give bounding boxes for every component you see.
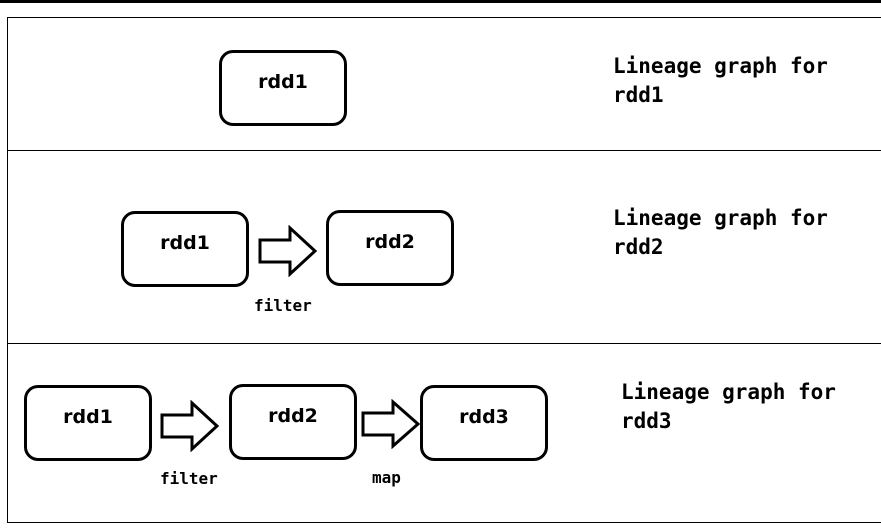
- rdd-node-label: rdd2: [365, 231, 415, 253]
- rdd-node: rdd2: [326, 210, 454, 286]
- transform-arrow-icon: [361, 399, 421, 449]
- lineage-caption: Lineage graph for rdd3: [621, 378, 836, 436]
- operation-label: filter: [160, 469, 218, 488]
- transform-arrow-icon: [160, 400, 220, 452]
- rdd-node-label: rdd3: [459, 406, 509, 428]
- lineage-caption: Lineage graph for rdd2: [613, 204, 828, 262]
- caption-line: rdd2: [613, 235, 664, 259]
- rdd-node-label: rdd1: [160, 232, 210, 254]
- lineage-caption: Lineage graph for rdd1: [613, 52, 828, 110]
- rdd-node-label: rdd1: [63, 406, 113, 428]
- caption-line: Lineage graph for: [621, 380, 836, 404]
- operation-label: map: [372, 468, 401, 487]
- caption-line: rdd1: [613, 83, 664, 107]
- rdd-node: rdd3: [420, 385, 548, 461]
- rdd-node: rdd1: [219, 50, 347, 126]
- rdd-node: rdd2: [229, 384, 357, 460]
- caption-line: Lineage graph for: [613, 54, 828, 78]
- rdd-node-label: rdd1: [258, 71, 308, 93]
- transform-arrow-icon: [258, 225, 318, 277]
- caption-line: rdd3: [621, 409, 672, 433]
- rdd-node: rdd1: [121, 211, 249, 287]
- row-divider: [8, 150, 881, 151]
- caption-line: Lineage graph for: [613, 206, 828, 230]
- rdd-node-label: rdd2: [268, 405, 318, 427]
- rdd-node: rdd1: [24, 385, 152, 461]
- row-divider: [8, 343, 881, 344]
- top-border: [0, 0, 881, 3]
- diagram-frame: [7, 17, 881, 523]
- operation-label: filter: [254, 296, 312, 315]
